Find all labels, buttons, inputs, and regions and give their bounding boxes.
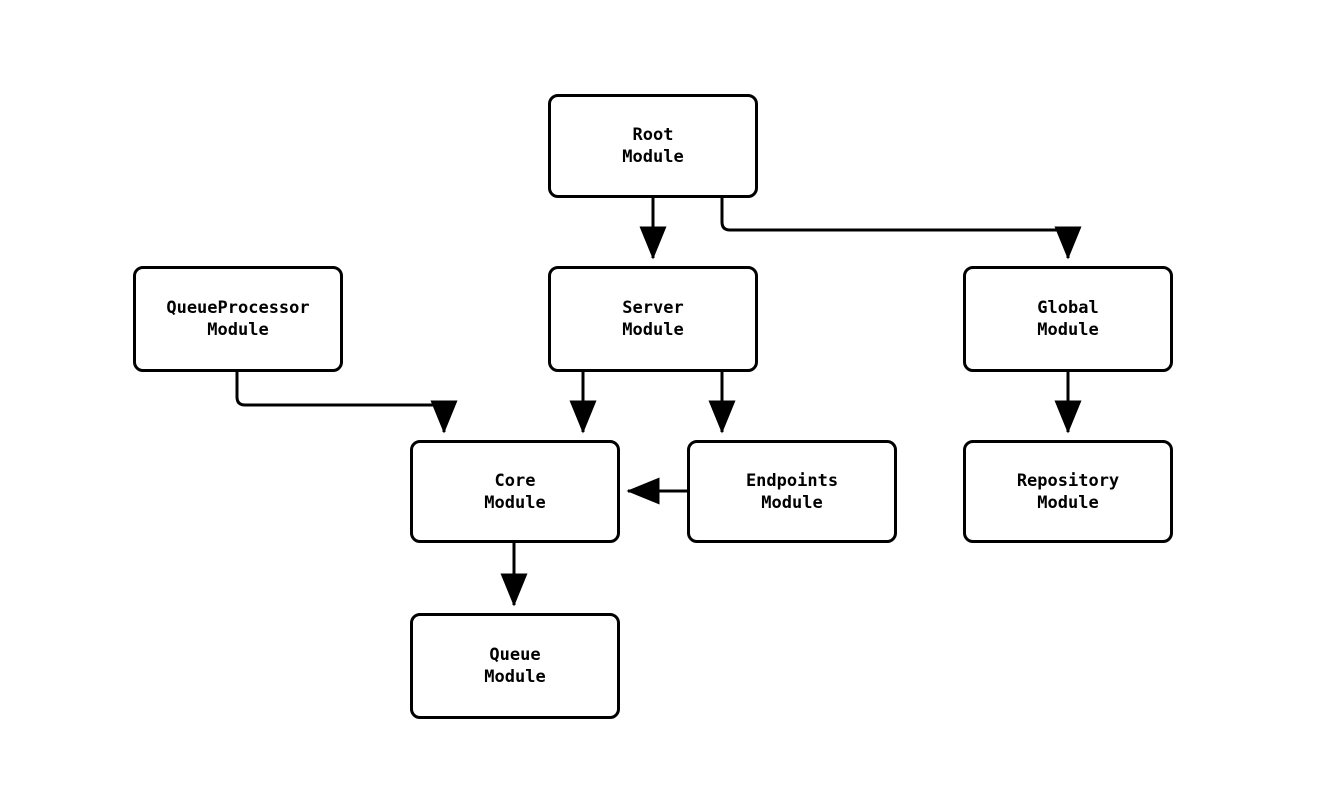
edge-root-to-global <box>720 198 1082 260</box>
edge-queueprocessor-to-core <box>235 372 458 434</box>
node-label-queue-module: Queue Module <box>484 645 546 687</box>
node-queue-module[interactable]: Queue Module <box>410 613 620 719</box>
node-endpoints-module[interactable]: Endpoints Module <box>687 440 897 543</box>
node-label-root-module: Root Module <box>622 125 684 167</box>
node-label-repository-module: Repository Module <box>1016 470 1120 513</box>
node-server-module[interactable]: Server Module <box>548 266 758 372</box>
node-root-module[interactable]: Root Module <box>548 94 758 198</box>
node-global-module[interactable]: Global Module <box>963 266 1173 372</box>
edge-paths <box>235 198 1082 607</box>
node-label-core-module: Core Module <box>484 470 546 513</box>
node-core-module[interactable]: Core Module <box>410 440 620 543</box>
node-label-global-module: Global Module <box>1037 298 1099 340</box>
node-label-endpoints-module: Endpoints Module <box>745 470 839 513</box>
node-repository-module[interactable]: Repository Module <box>963 440 1173 543</box>
node-queueprocessor-module[interactable]: QueueProcessor Module <box>133 266 343 372</box>
node-label-queueprocessor-module: QueueProcessor Module <box>166 298 310 340</box>
node-label-server-module: Server Module <box>622 298 684 340</box>
